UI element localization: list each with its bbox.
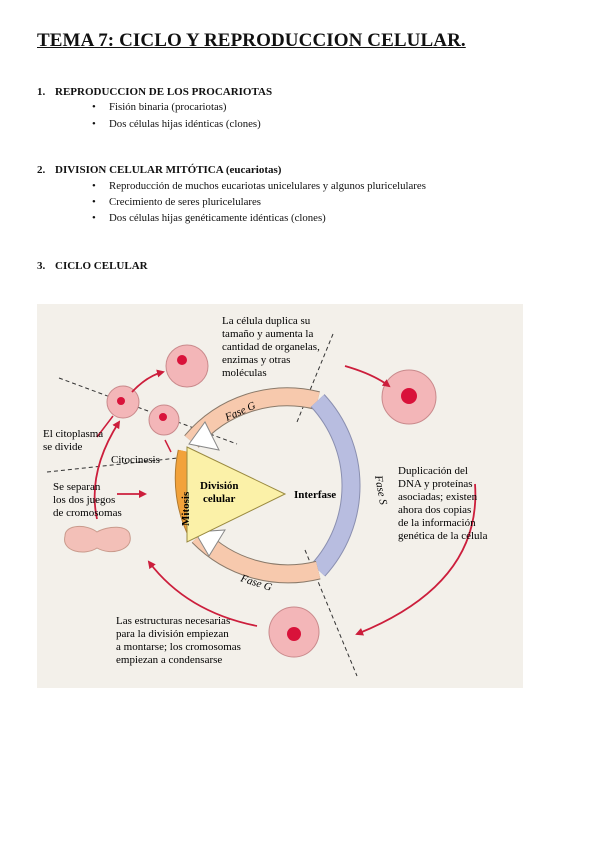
svg-text:empiezan a condensarse: empiezan a condensarse	[116, 654, 222, 666]
section-title: CICLO CELULAR	[55, 260, 148, 272]
nucleus-icon	[159, 413, 167, 421]
pointer-line	[164, 439, 172, 453]
cell-cycle-diagram: Fase G Fase S Fase G Mitosis División ce…	[37, 304, 523, 688]
bullet-icon: •	[92, 118, 96, 130]
mitosis-label: Mitosis	[180, 491, 192, 526]
svg-text:ahora dos copias: ahora dos copias	[398, 504, 471, 516]
division-triangle	[186, 446, 287, 543]
bullet-icon: •	[92, 180, 96, 192]
bullet-icon: •	[92, 101, 96, 113]
cell-duplicated	[381, 369, 437, 425]
nucleus-icon	[177, 355, 187, 365]
list-item: •Fisión binaria (procariotas)	[92, 101, 227, 113]
cytokinesis-label: Citocinesis	[111, 454, 160, 466]
svg-text:Duplicación del: Duplicación del	[398, 465, 468, 477]
list-item: •Dos células hijas genéticamente idéntic…	[92, 212, 326, 224]
bullet-icon: •	[92, 196, 96, 208]
svg-text:Se separan: Se separan	[53, 481, 101, 493]
note-dna-duplication: Duplicación del DNA y proteínas asociada…	[398, 465, 488, 542]
division-label-line1: División	[200, 480, 239, 492]
note-chromosome-separation: Se separan los dos juegos de cromosomas	[53, 481, 122, 519]
arrow-icon	[93, 420, 121, 520]
arrow-icon	[131, 369, 165, 393]
interfase-label: Interfase	[294, 489, 336, 501]
svg-text:moléculas: moléculas	[222, 367, 267, 379]
svg-text:de la información: de la información	[398, 517, 476, 529]
pointer-line	[96, 415, 114, 438]
svg-text:asociadas; existen: asociadas; existen	[398, 491, 478, 503]
cell-dividing-icon	[64, 526, 131, 553]
cell-daughter-bottom	[148, 404, 180, 436]
section-number: 1.	[37, 86, 46, 98]
note-prophase: Las estructuras necesarias para la divis…	[116, 615, 241, 666]
note-cytoplasm: El citoplasma se divide	[43, 428, 103, 453]
dashed-line	[46, 456, 188, 473]
phase-s-band	[311, 394, 360, 576]
page-title: TEMA 7: CICLO Y REPRODUCCION CELULAR.	[37, 30, 466, 51]
section-number: 3.	[37, 260, 46, 272]
svg-text:para la división empiezan: para la división empiezan	[116, 628, 229, 640]
section-title: DIVISION CELULAR MITÓTICA (eucariotas)	[55, 164, 282, 176]
section-number: 2.	[37, 164, 46, 176]
phase-s-label: Fase S	[372, 473, 389, 506]
svg-text:La célula duplica su: La célula duplica su	[222, 315, 311, 327]
svg-text:a montarse; los cromosomas: a montarse; los cromosomas	[116, 641, 241, 653]
svg-text:se divide: se divide	[43, 441, 83, 453]
note-growth: La célula duplica su tamaño y aumenta la…	[222, 315, 320, 379]
arrow-icon	[355, 483, 477, 636]
bullet-icon: •	[92, 212, 96, 224]
nucleus-icon	[287, 627, 301, 641]
section-title: REPRODUCCION DE LOS PROCARIOTAS	[55, 86, 273, 98]
svg-text:DNA y proteínas: DNA y proteínas	[398, 478, 473, 490]
cell-prophase	[268, 606, 320, 658]
list-item: •Crecimiento de seres pluricelulares	[92, 196, 261, 208]
svg-text:genética de la célula: genética de la célula	[398, 530, 488, 542]
division-label-line2: celular	[203, 493, 235, 505]
list-item: •Reproducción de muchos eucariotas unice…	[92, 180, 426, 192]
svg-text:El citoplasma: El citoplasma	[43, 428, 103, 440]
nucleus-icon	[401, 388, 417, 404]
ring-arrowhead-icon	[188, 421, 220, 451]
dashed-line	[58, 377, 238, 445]
arrow-icon	[344, 365, 391, 388]
section-heading-1: 1. REPRODUCCION DE LOS PROCARIOTAS	[37, 86, 272, 98]
nucleus-icon	[117, 397, 125, 405]
svg-text:tamaño y aumenta la: tamaño y aumenta la	[222, 328, 313, 340]
svg-text:cantidad de organelas,: cantidad de organelas,	[222, 341, 320, 353]
section-heading-3: 3. CICLO CELULAR	[37, 260, 148, 272]
svg-text:Las estructuras necesarias: Las estructuras necesarias	[116, 615, 230, 627]
arrow-icon	[147, 560, 258, 627]
cell-growing	[165, 344, 209, 388]
list-item: •Dos células hijas idénticas (clones)	[92, 118, 261, 130]
section-heading-2: 2. DIVISION CELULAR MITÓTICA (eucariotas)	[37, 164, 281, 176]
svg-text:enzimas y otras: enzimas y otras	[222, 354, 290, 366]
svg-text:los dos juegos: los dos juegos	[53, 494, 115, 506]
cell-daughter-top	[106, 385, 140, 419]
svg-text:de cromosomas: de cromosomas	[53, 507, 122, 519]
